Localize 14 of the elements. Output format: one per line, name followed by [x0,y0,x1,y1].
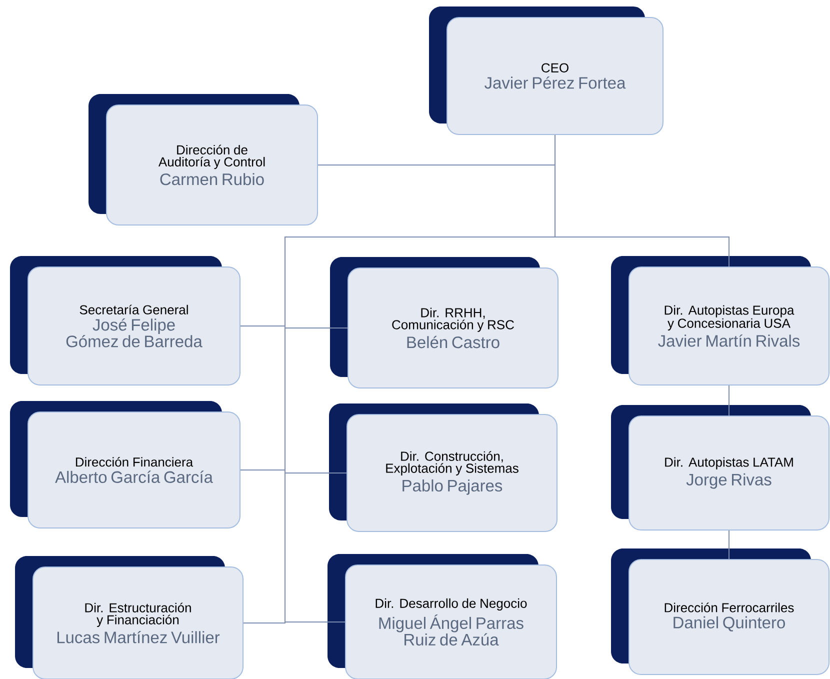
org-chart-box: Dir. RRHH, Comunicación y RSC Belén Castro [330,257,558,388]
org-chart-box: Dir. Autopistas LATAM Jorge Rivas [611,405,830,530]
connector-line [728,530,730,560]
org-chart-box: Dir. Construcción, Explotación y Sistemas Pablo Pajares [329,404,558,532]
org-chart-box: CEO Javier Pérez Fortea [429,6,664,135]
connector-line [554,134,730,267]
org-chart-box: Dirección Financiera Alberto García García [10,401,240,528]
org-chart-box: Dir. Desarrollo de Negocio Miguel Ángel Parras Ruiz de Azúa [328,554,557,679]
org-chart-box: Dirección Ferrocarriles Daniel Quintero [611,548,830,675]
org-chart-box: Dirección de Auditoría y Control Carmen Rubio [88,94,318,226]
org-chart-box: Secretaría General José Felipe Gómez de Barreda [10,256,240,386]
org-chart-box: Dir. Autopistas Europa y Concesionaria USA Javier Martín Rivals [611,256,830,386]
org-chart-box: Dir. Estructuración y Financiación Lucas Martínez Vuillier [15,556,244,679]
connector-line [728,385,730,416]
